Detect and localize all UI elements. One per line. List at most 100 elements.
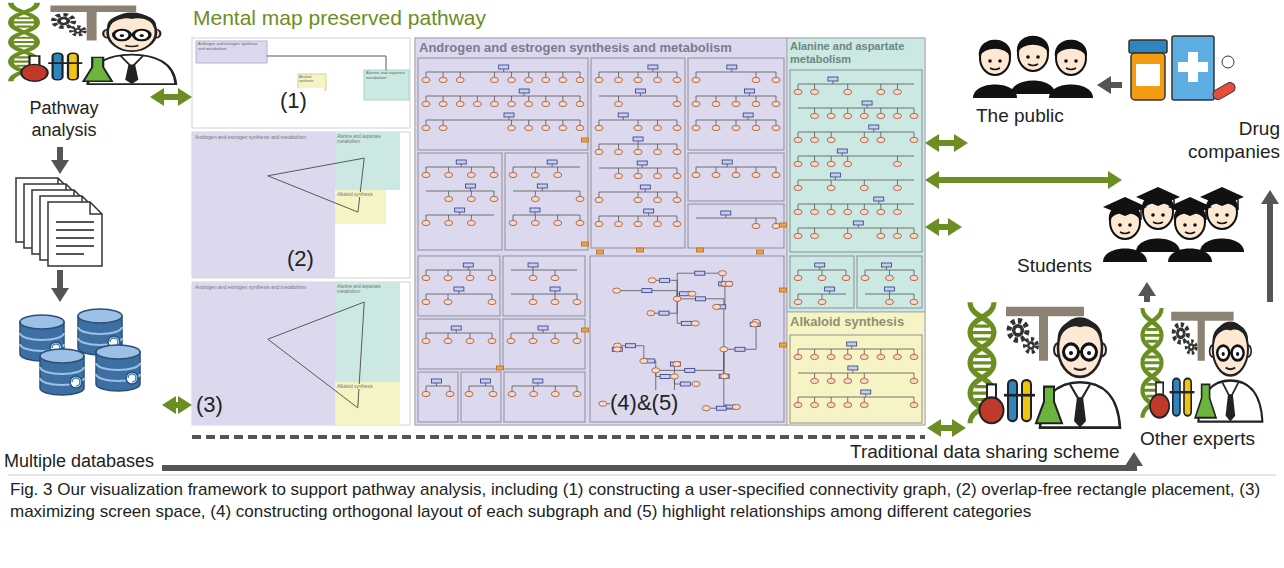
public-icon (1011, 36, 1055, 94)
pathway-link (798, 84, 914, 85)
pathway-link (450, 386, 451, 391)
pathway-link (555, 333, 556, 338)
database-group: Multiple databases (0, 300, 162, 478)
reaction-node (547, 160, 557, 164)
region-fill (196, 41, 267, 63)
metabolite-node (525, 101, 533, 106)
reaction-node (644, 209, 654, 213)
pathway-link (880, 84, 881, 89)
metabolite-node (615, 77, 623, 82)
layout-panel: (1)Androgen and estrogen synthesis and m… (192, 38, 410, 128)
metabolite-node (473, 101, 481, 106)
pathway-link (470, 333, 471, 338)
pathway-link (618, 216, 619, 221)
metabolite-node (725, 281, 733, 286)
connectivity-line (267, 56, 386, 70)
pathway-link (914, 132, 915, 137)
scientist-icon (970, 302, 1120, 427)
metabolite-node (877, 209, 885, 214)
pathway-link (638, 72, 639, 77)
pathway-link (880, 228, 881, 233)
pathway-link (776, 167, 777, 172)
metabolite-node (860, 113, 868, 118)
pathway-link (471, 215, 472, 220)
metabolite-node (673, 101, 681, 106)
metabolite-node (446, 391, 454, 396)
metabolite-node (692, 77, 700, 82)
metabolite-node (692, 381, 700, 386)
subgraph-box (418, 372, 458, 422)
reaction-node (642, 289, 652, 293)
pathway-link (798, 397, 799, 402)
metabolite-node (860, 402, 868, 407)
pathway-link (897, 228, 898, 233)
connectivity-line (268, 158, 364, 176)
drug-icon (1172, 36, 1214, 100)
pathway-link (426, 270, 427, 275)
metabolite-node (732, 101, 740, 106)
pathway-link (880, 204, 881, 209)
metabolite-node (488, 299, 496, 304)
metabolite-node (688, 291, 696, 296)
metabolite-node (877, 89, 885, 94)
connectivity-line (268, 302, 364, 339)
flow-arrow (60, 147, 61, 288)
metabolite-node (794, 275, 802, 280)
reaction-node (830, 173, 840, 177)
metabolite-node (654, 173, 662, 178)
metabolite-node (692, 101, 700, 106)
metabolite-node (573, 299, 581, 304)
connectivity-line (358, 158, 364, 212)
pathway-link (776, 120, 777, 125)
pathway-link (889, 270, 890, 275)
region-fill (192, 282, 410, 425)
pathway-link (511, 72, 512, 77)
pathway-link (511, 294, 577, 295)
metabolite-node (576, 101, 584, 106)
pathway-link (443, 120, 444, 125)
pathway-link (696, 96, 697, 101)
metabolite-node (576, 77, 584, 82)
reaction-node (721, 211, 731, 215)
metabolite-node (861, 275, 869, 280)
pathway-link (864, 204, 865, 209)
metabolite-node (893, 354, 901, 359)
category-title: Alkaloid synthesis (337, 192, 383, 197)
category-region: Alkaloid synthesis (335, 382, 400, 425)
pathway-link (469, 386, 470, 391)
pathway-link (831, 108, 832, 113)
pathway-link (814, 397, 815, 402)
pathway-link (864, 108, 865, 113)
subgraph-box (591, 58, 685, 248)
pathway-link (562, 120, 563, 125)
metabolite-node (910, 233, 918, 238)
pathway-link (513, 215, 514, 220)
pathway-link (723, 349, 724, 376)
metabolite-node (551, 338, 559, 343)
pathway-link (443, 72, 444, 77)
category-title: Androgen and estrogen synthesis and meta… (195, 134, 325, 140)
pathway-link (599, 96, 677, 97)
pathway-link (618, 144, 619, 149)
metabolite-node (720, 347, 728, 352)
scheme-divider (192, 437, 925, 438)
pathway-link (511, 333, 512, 338)
pathway-link (814, 132, 815, 137)
pathway-link (426, 72, 427, 77)
metabolite-node (818, 275, 826, 280)
metabolite-node (877, 137, 885, 142)
pathway-link (535, 191, 536, 196)
reaction-node (719, 374, 729, 378)
metabolite-node (551, 391, 559, 396)
reaction-node (660, 278, 670, 282)
metabolite-node (860, 137, 868, 142)
pathway-link (880, 108, 881, 113)
drug-icon (1178, 62, 1208, 72)
region-fill (787, 38, 925, 312)
figure-title: Mental map preserved pathway (193, 5, 486, 30)
pathway-link (798, 180, 799, 185)
pathway-link (677, 144, 678, 149)
pathway-link (831, 132, 832, 137)
category-region: Androgen and estrogen synthesis and meta… (196, 41, 267, 63)
students-icon (1103, 197, 1147, 262)
